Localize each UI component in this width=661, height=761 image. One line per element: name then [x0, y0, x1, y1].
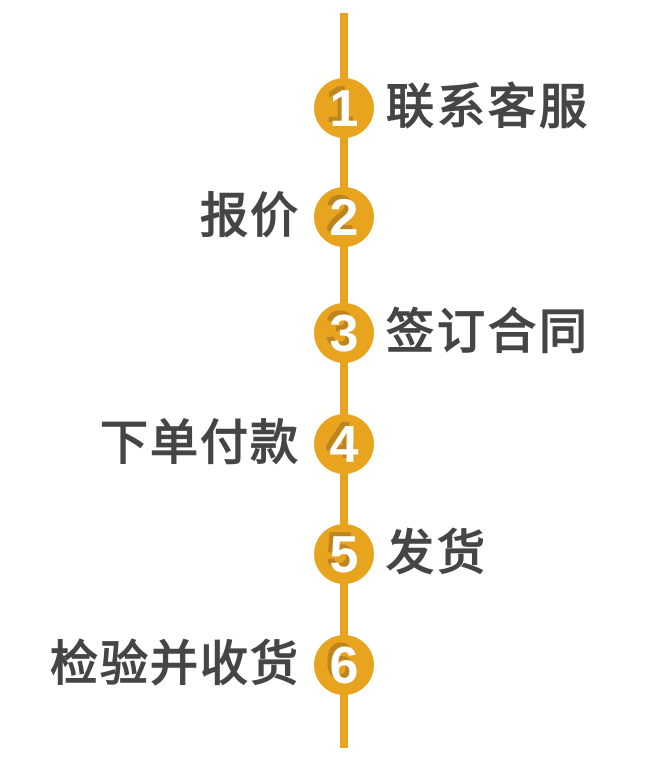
step-number-5: 5	[329, 526, 359, 584]
step-label-5: 发货	[386, 527, 489, 580]
step-number-1: 1	[329, 80, 359, 138]
step-label-1: 联系客服	[386, 81, 591, 134]
step-number-badge-3: 3	[314, 303, 374, 363]
step-number-badge-6: 6	[314, 635, 374, 695]
step-label-6: 检验并收货	[49, 638, 300, 691]
step-number-4: 4	[329, 416, 359, 474]
step-number-badge-1: 1	[314, 78, 374, 138]
step-label-2: 报价	[199, 190, 300, 243]
step-number-badge-4: 4	[314, 414, 374, 474]
timeline-line	[340, 13, 348, 748]
step-label-4: 下单付款	[99, 417, 300, 470]
step-number-2: 2	[329, 189, 359, 247]
step-number-badge-2: 2	[314, 187, 374, 247]
step-label-3: 签订合同	[386, 306, 591, 359]
step-number-3: 3	[329, 305, 359, 363]
step-number-6: 6	[329, 637, 359, 695]
step-number-badge-5: 5	[314, 524, 374, 584]
